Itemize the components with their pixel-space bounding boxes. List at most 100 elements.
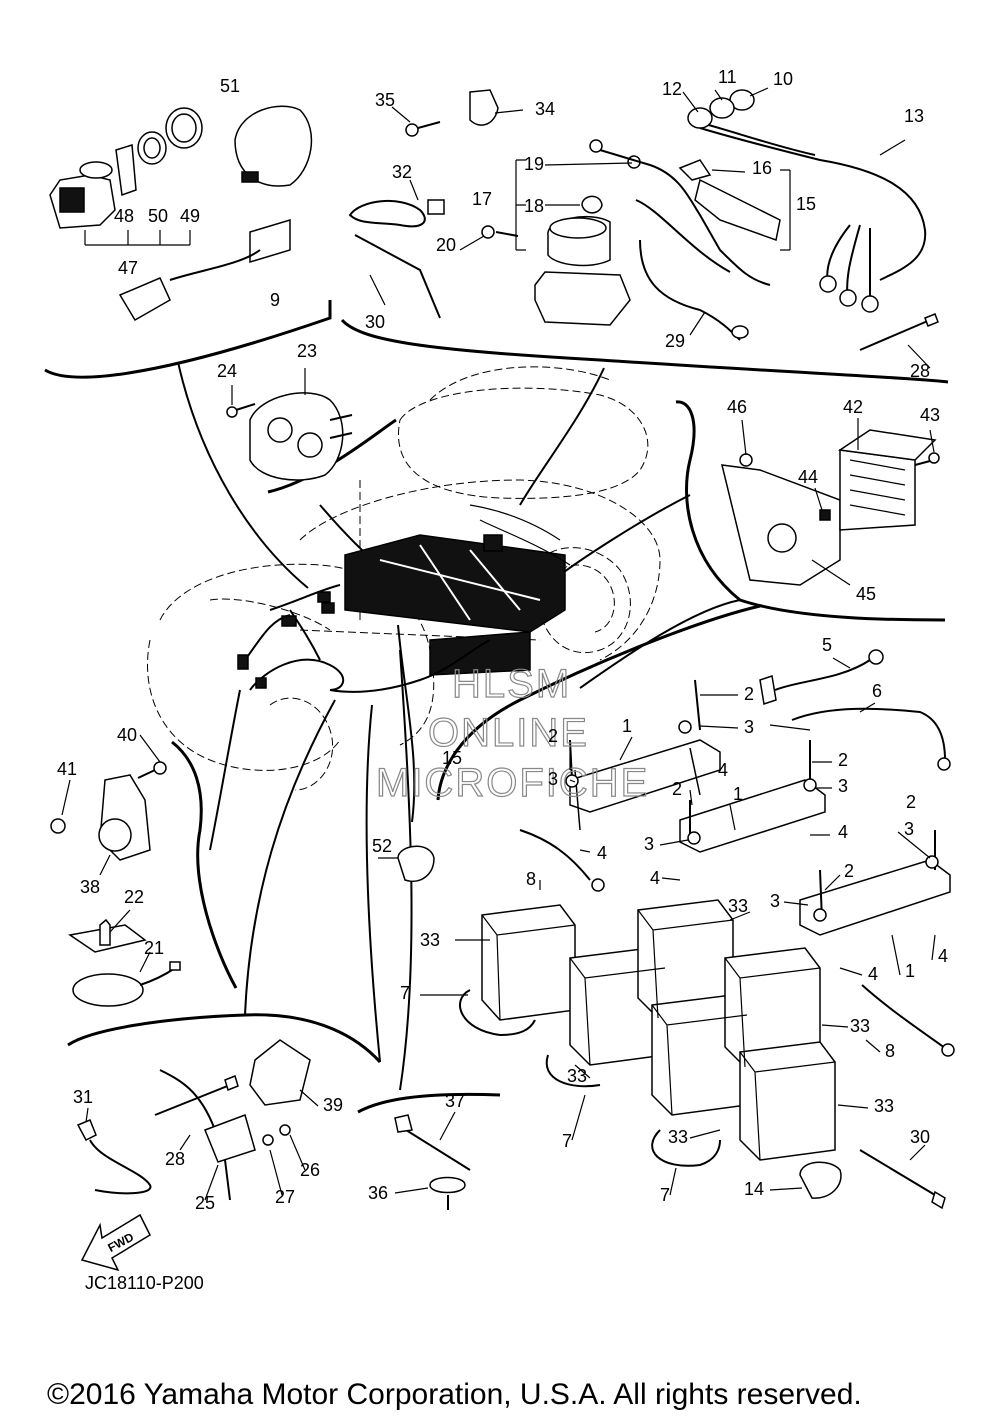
callout-45: 45 [856,584,876,604]
callout-50: 50 [148,206,168,226]
horn-group [50,761,167,861]
watermark-line-2: ONLINE [428,711,589,755]
battery-cables [459,649,955,1167]
callout-41: 41 [57,759,77,779]
callout-29: 29 [665,331,685,351]
callout-4-c: 4 [597,843,607,863]
watermark: HLSM ONLINE MICROFICHE [375,661,649,805]
battery-holders [565,679,951,936]
callout-42: 42 [843,397,863,417]
callout-labels: 51 48 50 49 47 9 35 34 32 19 17 18 20 30… [57,67,948,1213]
callout-7-c: 7 [660,1185,670,1205]
callout-5: 5 [822,635,832,655]
cable-harness-13 [687,89,939,351]
callout-47: 47 [118,258,138,278]
callout-33-c: 33 [850,1016,870,1036]
callout-2-d: 2 [906,792,916,812]
callout-52: 52 [372,836,392,856]
group-brackets [44,300,949,1114]
callout-8-a: 8 [526,869,536,889]
callout-17: 17 [472,189,492,209]
battery-pack-on-vehicle [344,504,571,676]
switch-group [76,1039,311,1201]
callout-30-b: 30 [910,1127,930,1147]
wiring-harness [237,584,491,693]
callout-13: 13 [904,106,924,126]
callout-9: 9 [270,290,280,310]
callout-28-bottom: 28 [165,1149,185,1169]
callout-4-a: 4 [718,760,728,780]
callout-30: 30 [365,312,385,332]
callout-28-top: 28 [910,361,930,381]
callout-3-a: 3 [744,717,754,737]
callout-33-f: 33 [668,1127,688,1147]
callout-4-e: 4 [938,946,948,966]
callout-23: 23 [297,341,317,361]
watermark-line-1: HLSM [452,662,571,706]
callout-26: 26 [300,1160,320,1180]
callout-3-e: 3 [904,819,914,839]
fwd-arrow: FWD [80,1213,151,1272]
callout-2-b: 2 [548,726,558,746]
callout-1-c: 1 [905,961,915,981]
callout-40: 40 [117,725,137,745]
watermark-line-3: MICROFICHE [376,761,649,805]
callout-27: 27 [275,1187,295,1207]
callout-38: 38 [80,877,100,897]
callout-18: 18 [524,196,544,216]
callout-3-d: 3 [644,834,654,854]
vehicle-outline [147,366,661,791]
copyright-notice: ©2016 Yamaha Motor Corporation, U.S.A. A… [47,1378,862,1411]
callout-10: 10 [773,69,793,89]
callout-36: 36 [368,1183,388,1203]
callout-34: 34 [535,99,555,119]
callout-51: 51 [220,76,240,96]
callout-7-b: 7 [562,1131,572,1151]
batteries [481,899,836,1161]
clip-14-strap-30 [799,1149,946,1210]
callout-20: 20 [436,235,456,255]
callout-33-d: 33 [567,1066,587,1086]
callout-4-d: 4 [650,868,660,888]
callout-33-b: 33 [420,930,440,950]
callout-7-a: 7 [400,983,410,1003]
callout-6: 6 [872,681,882,701]
callout-4-b: 4 [838,822,848,842]
callout-2-e: 2 [672,779,682,799]
callout-1-a: 1 [622,716,632,736]
callout-4-f: 4 [868,964,878,984]
charging-receptacle [226,392,353,481]
callout-32: 32 [392,162,412,182]
callout-leaders [61,87,936,1201]
callout-15-mid: 15 [442,748,462,768]
callout-3-f: 3 [770,891,780,911]
callout-25: 25 [195,1193,215,1213]
callout-11: 11 [718,67,737,87]
callout-22: 22 [124,887,144,907]
diagram-code: JC18110-P200 [85,1273,204,1293]
callout-16: 16 [752,158,772,178]
callout-8-b: 8 [885,1041,895,1061]
callout-12: 12 [662,79,682,99]
callout-3-b: 3 [548,769,558,789]
callout-24: 24 [217,361,237,381]
callout-2-f: 2 [844,861,854,881]
callout-1-b: 1 [733,784,743,804]
callout-33-a: 33 [728,896,748,916]
callout-49: 49 [180,206,200,226]
callout-44: 44 [798,467,818,487]
sensor-group [68,918,181,1007]
key-switch-group [49,105,313,322]
callout-46: 46 [727,397,747,417]
callout-19: 19 [524,154,544,174]
callout-2-a: 2 [744,684,754,704]
callout-37: 37 [445,1091,465,1111]
solenoid-group [348,89,791,341]
callout-15-top: 15 [796,194,816,214]
callout-2-c: 2 [838,750,848,770]
clips-group [394,845,471,1210]
callout-48: 48 [114,206,134,226]
callout-35: 35 [375,90,395,110]
controller-group [721,429,940,586]
